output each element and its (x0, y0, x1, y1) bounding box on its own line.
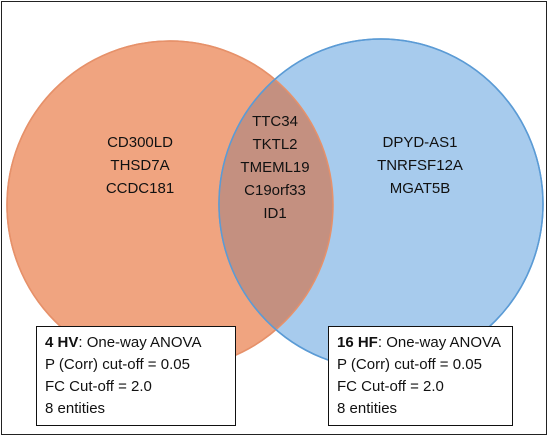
right-set-info-box: 16 HF: One-way ANOVA P (Corr) cut-off = … (328, 326, 513, 426)
left-set-info-box: 4 HV: One-way ANOVA P (Corr) cut-off = 0… (36, 326, 236, 426)
gene-label: TTC34 (252, 113, 298, 130)
fc-cutoff-text: FC Cut-off = 2.0 (337, 378, 444, 395)
info-title: 16 HF: One-way ANOVA (337, 334, 501, 351)
p-cutoff-text: P (Corr) cut-off = 0.05 (337, 356, 482, 373)
gene-label: TMEML19 (240, 159, 310, 176)
gene-label: ID1 (263, 205, 287, 222)
left-only-genes: CD300LD THSD7A CCDC181 (60, 131, 220, 200)
gene-label: TKTL2 (252, 136, 298, 153)
fc-cutoff-text: FC Cut-off = 2.0 (45, 378, 152, 395)
entities-count: 8 entities (337, 400, 398, 417)
right-only-genes: DPYD-AS1 TNRFSF12A MGAT5B (340, 131, 500, 200)
overlap-region (219, 41, 333, 369)
p-cutoff-text: P (Corr) cut-off = 0.05 (45, 356, 190, 373)
gene-label: CCDC181 (105, 180, 175, 197)
info-title: 4 HV: One-way ANOVA (45, 334, 202, 351)
gene-label: C19orf33 (244, 182, 306, 199)
gene-label: DPYD-AS1 (382, 134, 458, 151)
gene-label: THSD7A (110, 157, 170, 174)
overlap-genes: TTC34 TKTL2 TMEML19 C19orf33 ID1 (215, 110, 335, 225)
entities-count: 8 entities (45, 400, 106, 417)
gene-label: TNRFSF12A (377, 157, 463, 174)
gene-label: MGAT5B (389, 180, 451, 197)
gene-label: CD300LD (107, 134, 173, 151)
